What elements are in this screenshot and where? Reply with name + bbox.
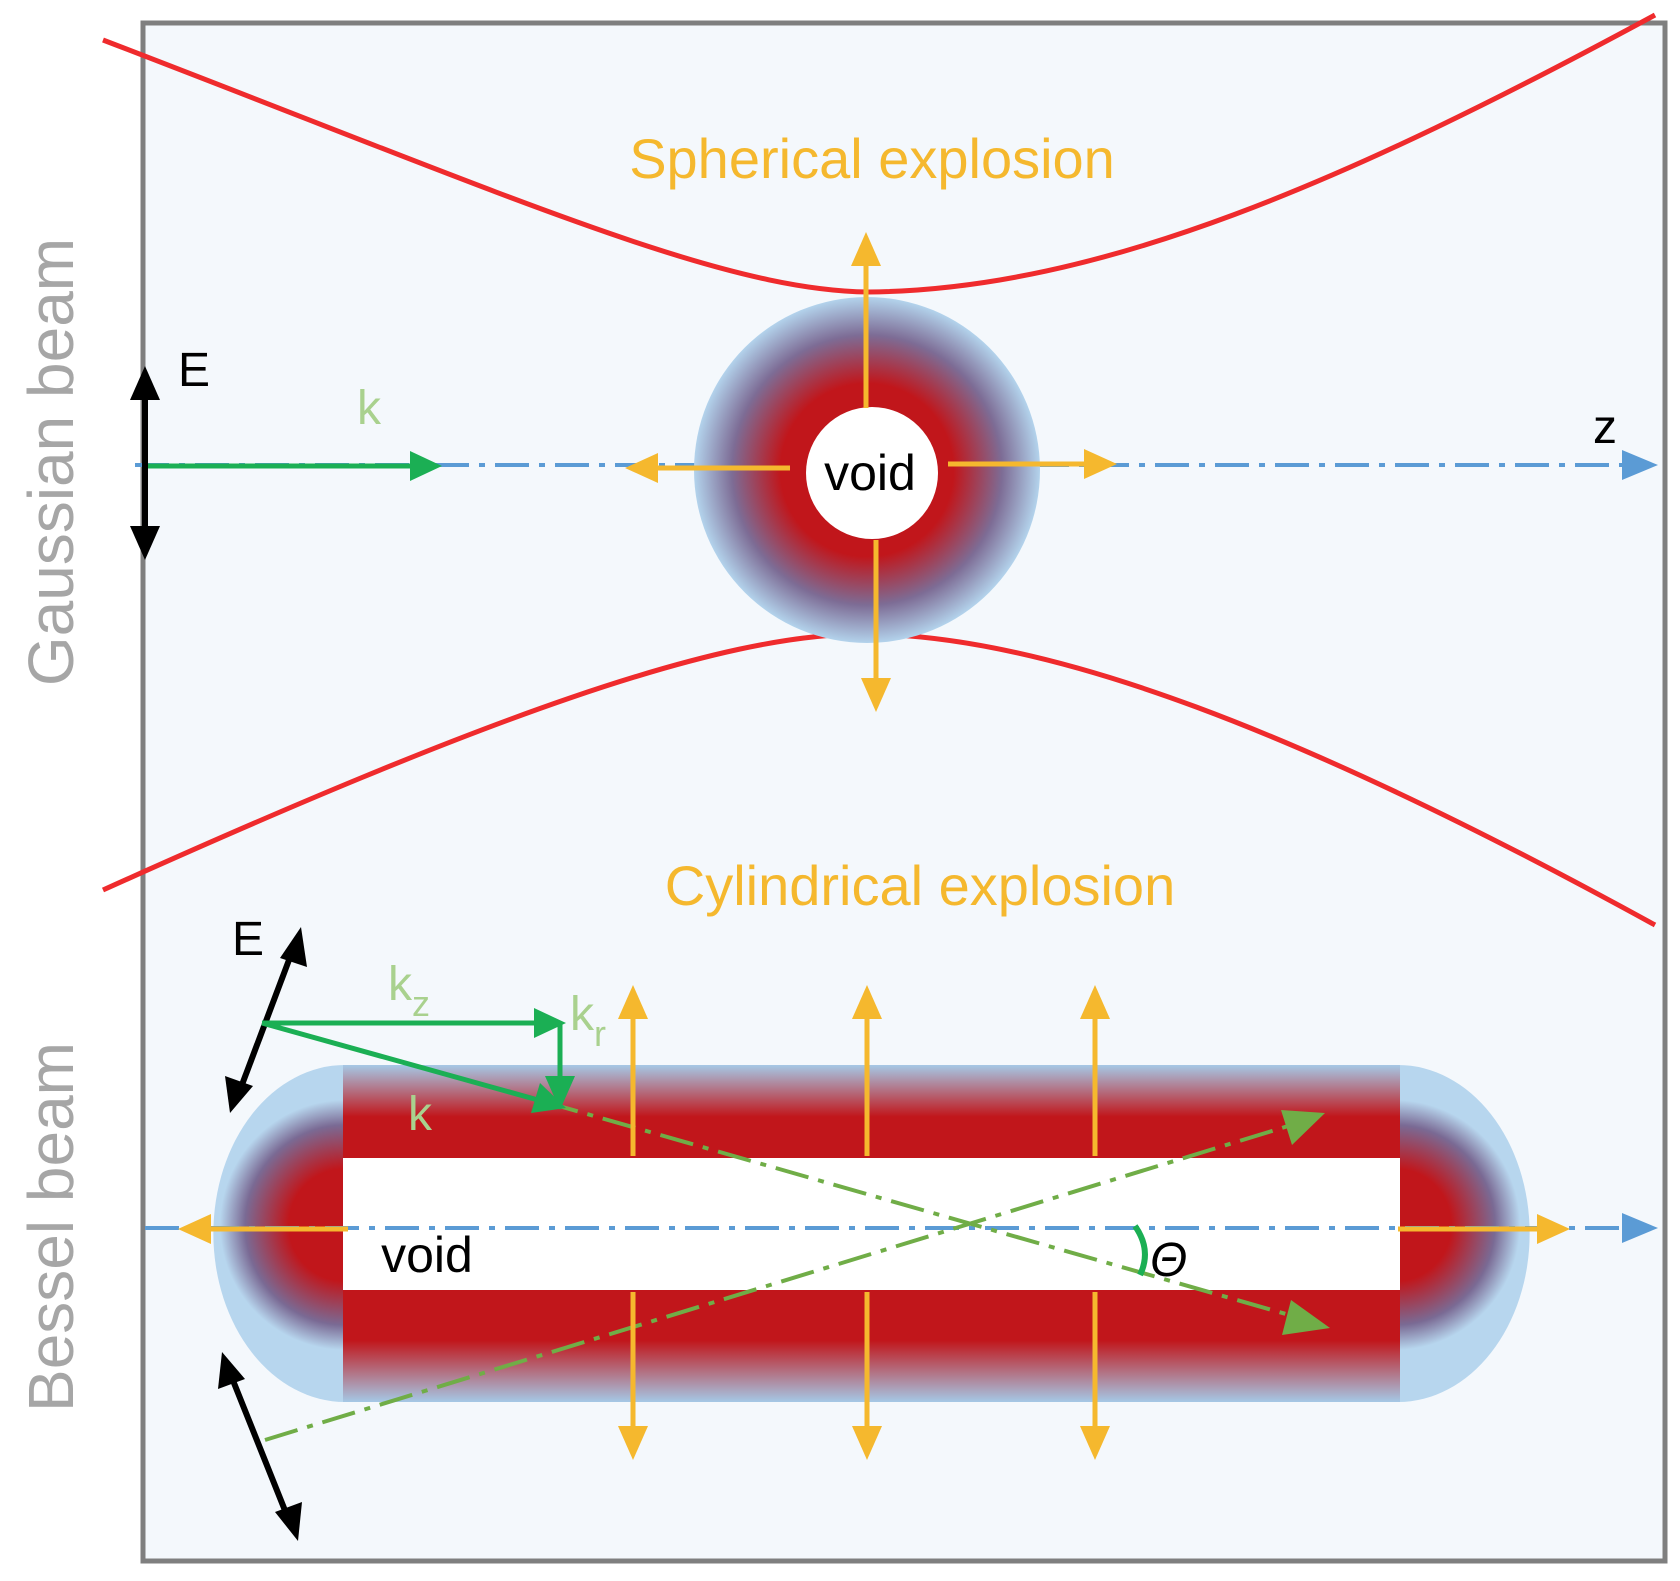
z-axis-bottom-arrowhead bbox=[1622, 1213, 1658, 1243]
void-label-bottom: void bbox=[381, 1227, 473, 1283]
spherical-explosion-arrows bbox=[625, 232, 1117, 712]
z-axis-top-arrowhead bbox=[1622, 450, 1658, 480]
e-arrowhead-top-up bbox=[130, 366, 160, 400]
k-arrowhead-top bbox=[410, 451, 442, 481]
bessel-conical-rays bbox=[264, 1100, 1301, 1442]
kz-subscript: z bbox=[412, 983, 430, 1024]
k-vector-bottom bbox=[261, 1020, 539, 1103]
e-arrowhead-bottom-upper-2 bbox=[225, 1076, 253, 1113]
kr-arrowhead bbox=[545, 1076, 575, 1110]
kz-label: kz bbox=[388, 958, 430, 1024]
k-label-bottom: k bbox=[408, 1088, 433, 1141]
e-field-arrow-bottom-lower bbox=[229, 1376, 291, 1520]
ray-arrowhead-up bbox=[1281, 1110, 1325, 1145]
e-arrowhead-bottom-upper-1 bbox=[280, 927, 307, 967]
theta-label: Θ bbox=[1150, 1234, 1187, 1287]
void-label-top: void bbox=[824, 445, 916, 501]
e-arrowhead-bottom-lower-2 bbox=[275, 1502, 302, 1541]
cylindrical-explosion-arrows bbox=[178, 985, 1570, 1460]
side-label-bessel: Bessel beam bbox=[15, 1042, 87, 1412]
e-label-top: E bbox=[178, 344, 210, 397]
title-spherical-explosion: Spherical explosion bbox=[629, 127, 1115, 190]
spherical-void-core bbox=[806, 407, 938, 539]
k-arrowhead-bottom bbox=[531, 1083, 566, 1113]
kr-subscript: r bbox=[594, 1013, 606, 1054]
e-arrowhead-top-down bbox=[130, 526, 160, 560]
e-arrowhead-bottom-lower-1 bbox=[218, 1352, 245, 1389]
z-label: z bbox=[1593, 401, 1617, 454]
theta-arc bbox=[1132, 1224, 1148, 1277]
title-cylindrical-explosion: Cylindrical explosion bbox=[665, 854, 1175, 917]
cylindrical-void-core bbox=[343, 1158, 1400, 1290]
ray-arrowhead-down bbox=[1282, 1300, 1330, 1335]
e-label-bottom: E bbox=[232, 913, 264, 966]
kz-arrowhead bbox=[534, 1008, 566, 1038]
cylindrical-shell bbox=[213, 1065, 1530, 1402]
side-label-gaussian: Gaussian beam bbox=[15, 238, 87, 686]
k-label-top: k bbox=[357, 382, 382, 435]
kr-label: kr bbox=[570, 988, 606, 1054]
